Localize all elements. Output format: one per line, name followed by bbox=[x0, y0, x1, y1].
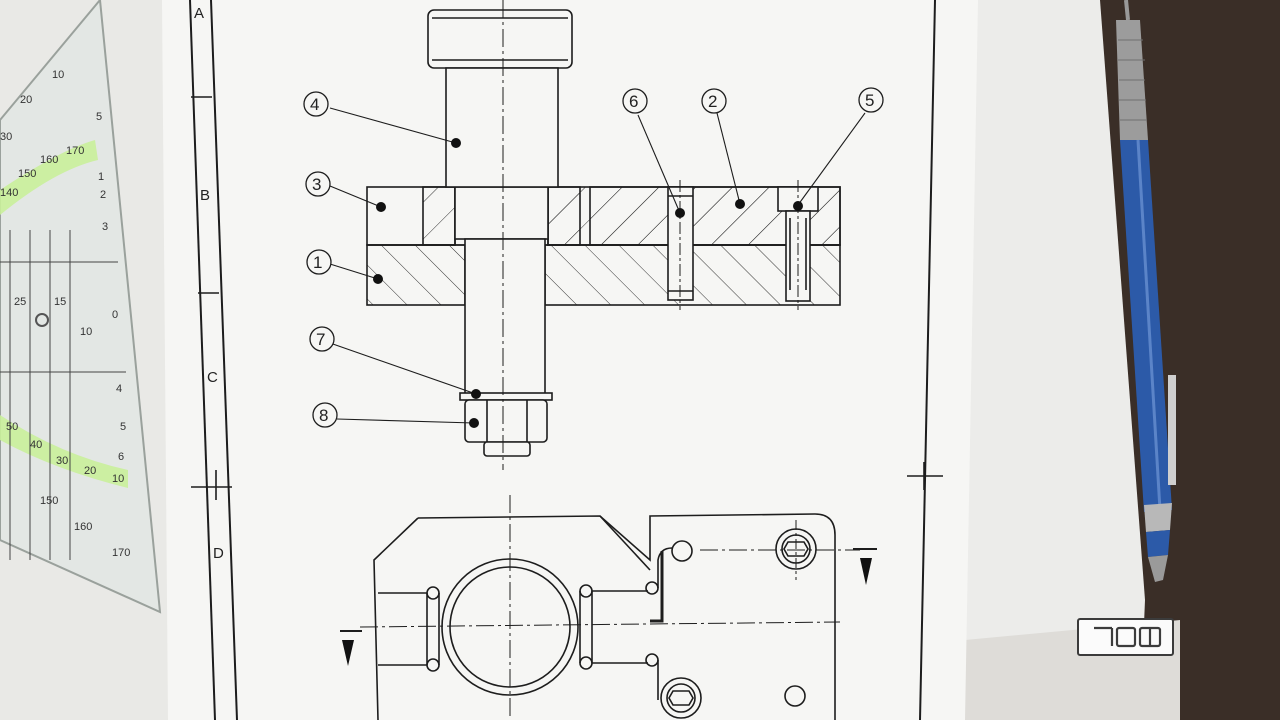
balloon-8: 8 bbox=[319, 406, 328, 425]
ruler-number: 30 bbox=[56, 455, 68, 467]
ruler-number: 2 bbox=[100, 189, 106, 201]
balloon-2: 2 bbox=[708, 92, 717, 111]
ruler-number: 6 bbox=[118, 451, 124, 463]
set-square: 10 20 30 25 15 10 0 5 170 160 150 140 1 … bbox=[0, 0, 162, 614]
watermark-mnl-graphic bbox=[1093, 626, 1161, 648]
paper-right bbox=[960, 0, 1145, 720]
ruler-number: 50 bbox=[6, 421, 18, 433]
zone-label-a: A bbox=[194, 5, 204, 22]
zone-label-b: B bbox=[200, 187, 210, 204]
ruler-number: 5 bbox=[96, 111, 102, 123]
plan-view bbox=[340, 495, 877, 720]
ruler-number: 30 bbox=[0, 131, 12, 143]
ruler-number: 10 bbox=[52, 69, 64, 81]
section-arrows bbox=[342, 558, 872, 666]
ruler-number: 20 bbox=[20, 94, 32, 106]
balloon-5: 5 bbox=[865, 91, 874, 110]
ruler-number: 160 bbox=[40, 154, 58, 166]
balloon-circles bbox=[303, 87, 884, 428]
ruler-number: 5 bbox=[120, 421, 126, 433]
mechanical-pencil bbox=[1116, 0, 1176, 582]
ruler-number: 150 bbox=[40, 495, 58, 507]
ruler-number: 3 bbox=[102, 221, 108, 233]
ruler-number: 10 bbox=[112, 473, 124, 485]
ruler-number: 140 bbox=[0, 187, 18, 199]
ruler-number: 0 bbox=[112, 309, 118, 321]
ruler-number: 4 bbox=[116, 383, 122, 395]
ruler-number: 170 bbox=[112, 547, 130, 559]
sheet-frame bbox=[189, 0, 943, 720]
watermark-logo bbox=[1077, 618, 1174, 656]
zone-label-d: D bbox=[213, 545, 224, 562]
ruler-number: 20 bbox=[84, 465, 96, 477]
balloon-1: 1 bbox=[313, 253, 322, 272]
leader-dots bbox=[373, 138, 803, 428]
balloon-7: 7 bbox=[316, 330, 325, 349]
ruler-number: 10 bbox=[80, 326, 92, 338]
ruler-number: 40 bbox=[30, 439, 42, 451]
ruler-number: 25 bbox=[14, 296, 26, 308]
ruler-number: 150 bbox=[18, 168, 36, 180]
drawing-sheet bbox=[162, 0, 978, 720]
ruler-number: 15 bbox=[54, 296, 66, 308]
balloon-6: 6 bbox=[629, 92, 638, 111]
balloon-3: 3 bbox=[312, 175, 321, 194]
balloon-4: 4 bbox=[310, 95, 319, 114]
section-view bbox=[366, 0, 841, 470]
zone-label-c: C bbox=[207, 369, 218, 386]
ruler-number: 1 bbox=[98, 171, 104, 183]
leader-lines bbox=[329, 107, 866, 424]
ruler-number: 160 bbox=[74, 521, 92, 533]
ruler-number: 170 bbox=[66, 145, 84, 157]
